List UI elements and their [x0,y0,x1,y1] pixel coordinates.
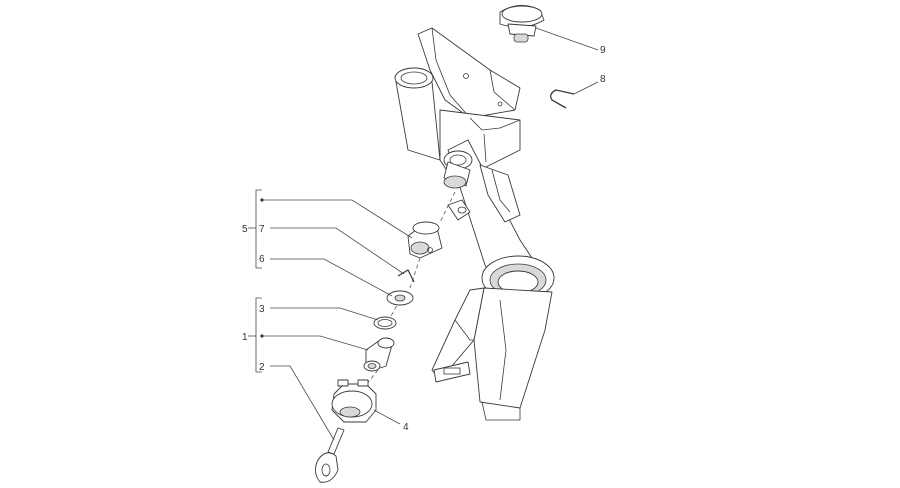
callout-5: 5 [242,224,248,235]
callout-9: 9 [600,45,606,56]
callout-7: 7 [259,224,265,235]
callout-6: 6 [259,254,265,265]
part-3-ring [373,316,397,330]
part-5-lock-housing [407,221,443,259]
group-bracket-5 [248,189,262,269]
callout-labels: 1 2 3 4 5 6 7 8 9 [242,45,606,433]
callout-4: 4 [403,422,409,433]
part-4-lock-bezel [331,379,401,425]
group-bracket-1 [248,297,262,373]
part-7-clip [397,269,415,283]
callout-2: 2 [259,362,265,373]
part-1-lock-barrel [363,337,395,372]
steering-column-frame [394,27,555,421]
part-6-washer [386,290,414,306]
callout-1: 1 [242,332,248,343]
callout-8: 8 [600,74,606,85]
part-2-key [315,427,345,483]
leader-lines [260,198,413,441]
part-9-cap [499,5,599,51]
part-8-circlip [550,81,599,109]
callout-3: 3 [259,304,265,315]
